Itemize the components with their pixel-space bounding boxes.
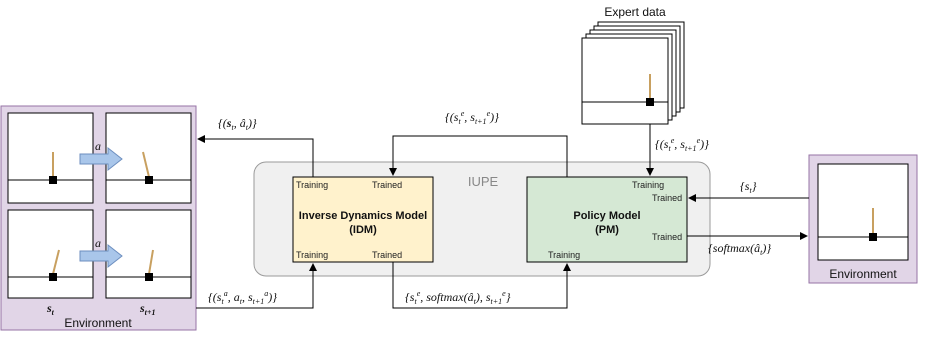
arrow-pm-to-idm xyxy=(389,135,568,177)
env-frame-top-right xyxy=(105,112,192,204)
idm-trained-bottom: Trained xyxy=(372,250,402,260)
action-arrow-bottom xyxy=(79,243,123,269)
flow-left-env-to-idm: {(sta, at, st+1a)} xyxy=(208,289,277,306)
state-t-label: st xyxy=(46,301,55,317)
pm-title-line2: (PM) xyxy=(595,224,619,236)
pm-box xyxy=(526,176,688,263)
flow-idm-to-left-env: {(st, ât)} xyxy=(218,116,257,132)
state-t1-label: st+1 xyxy=(139,301,155,317)
pm-training-top: Training xyxy=(632,180,664,190)
expert-data-stack xyxy=(581,21,685,125)
pm-trained-right-top: Trained xyxy=(652,193,682,203)
idm-title-line2: (IDM) xyxy=(349,224,377,236)
iupe-label: IUPE xyxy=(468,174,499,189)
idm-trained-top: Trained xyxy=(372,180,402,190)
env-frame-bottom-left xyxy=(7,209,94,299)
expert-data-title: Expert data xyxy=(604,5,666,19)
action-arrow-top xyxy=(79,146,123,172)
flow-pm-to-idm-top: {(ste, st+1e)} xyxy=(445,109,499,126)
action-label-bottom: a xyxy=(95,236,101,250)
left-environment-caption: Environment xyxy=(64,316,132,330)
right-environment-caption: Environment xyxy=(829,267,897,281)
flow-idm-to-pm-bottom: {ste, softmax(ât), st+1e} xyxy=(405,289,511,306)
flow-expert-to-pm: {(ste, st+1e)} xyxy=(655,136,709,153)
idm-box xyxy=(292,176,434,263)
action-label-top: a xyxy=(95,139,101,153)
flow-env-to-pm: {st} xyxy=(740,179,757,195)
pm-title-line1: Policy Model xyxy=(573,210,640,222)
arrow-idm-to-pm xyxy=(392,262,571,309)
idm-training-bottom: Training xyxy=(296,250,328,260)
pm-trained-right-bottom: Trained xyxy=(652,232,682,242)
pm-training-bottom: Training xyxy=(548,250,580,260)
arrow-left-env-to-idm xyxy=(196,263,317,309)
flow-pm-to-env: {softmax(ât)} xyxy=(708,241,771,257)
idm-title-line1: Inverse Dynamics Model xyxy=(299,210,427,222)
right-env-frame xyxy=(817,163,909,261)
arrow-idm-to-left-env xyxy=(197,135,314,177)
idm-training-top: Training xyxy=(296,180,328,190)
env-frame-top-left xyxy=(7,112,94,204)
